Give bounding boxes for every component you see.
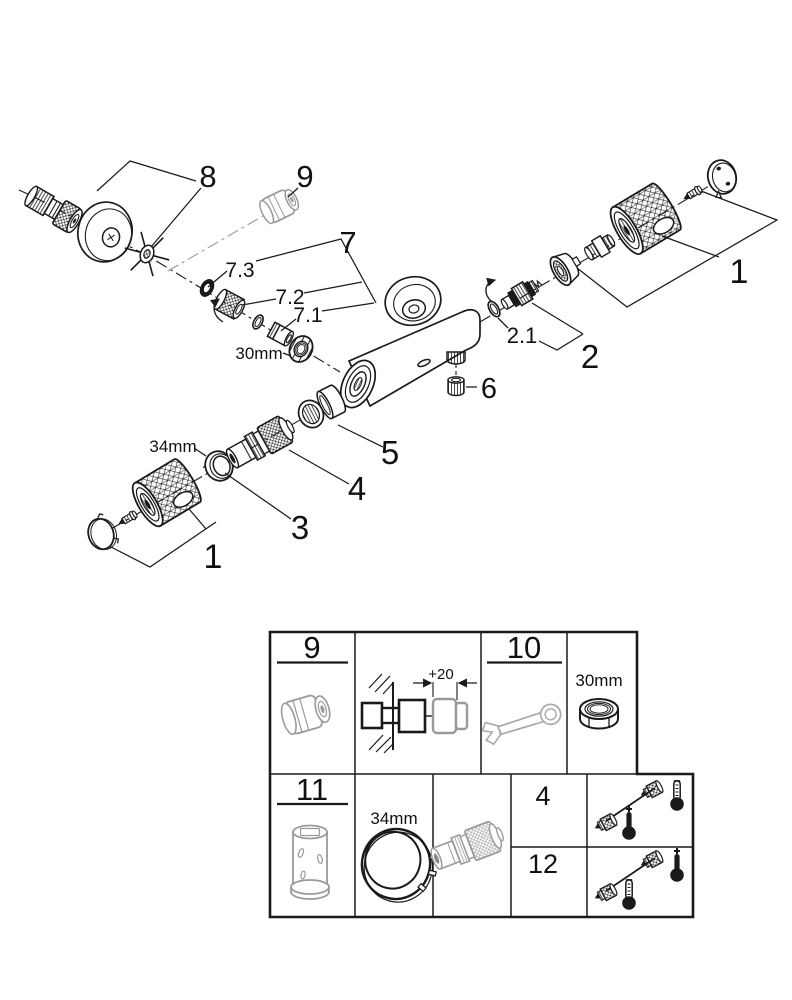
callout-9: 9 [296, 159, 313, 194]
nut-30mm-icon [579, 698, 619, 730]
table-cell-9-label: 9 [303, 630, 320, 665]
ring-34mm-icon [360, 827, 439, 903]
install-dimension: +20 [428, 666, 453, 683]
callout-7-3: 7.3 [225, 259, 254, 282]
part-screw-left [118, 510, 138, 525]
part-cap-left [87, 513, 120, 551]
pictogram-part-12 [594, 848, 684, 910]
rotate-arrow-7-2 [209, 298, 224, 323]
part-cap-right [706, 159, 738, 199]
part-check-valve-2 [500, 279, 543, 310]
table-cell-4-label: 4 [535, 781, 550, 811]
part-nut-30mm [288, 335, 314, 363]
part-cup-flange [549, 252, 582, 287]
table-part-cartridge [430, 820, 504, 870]
part-cartridge-4 [225, 415, 295, 469]
callout-2: 2 [581, 338, 599, 375]
thermometer-hot-icon [622, 806, 636, 840]
dim-30mm: 30mm [235, 344, 282, 363]
dim-34mm: 34mm [149, 437, 196, 456]
callout-7-2: 7.2 [275, 286, 304, 309]
callout-2-1: 2.1 [507, 323, 538, 348]
callout-3: 3 [291, 509, 309, 546]
part-escutcheon [77, 201, 133, 263]
table-ring-dimension: 34mm [370, 809, 417, 828]
part-oring-7 [252, 314, 264, 330]
callout-6: 6 [481, 373, 497, 405]
table-cell-12-label: 12 [528, 849, 558, 879]
callout-lines [96, 160, 779, 568]
callout-4: 4 [348, 470, 366, 507]
table-cell-11-label: 11 [296, 772, 328, 807]
thermometer-scale-icon [670, 780, 684, 811]
table-part-sleeve-11 [290, 824, 330, 900]
table-nut-dimension: 30mm [575, 671, 622, 690]
part-bushing-7-2 [213, 288, 246, 320]
pictogram-part-4 [594, 780, 684, 840]
thermometer-scale-icon [622, 879, 636, 910]
part-sleeve-5 [297, 384, 347, 429]
table-cell-10-label: 10 [507, 630, 541, 665]
part-mixer-body [339, 309, 481, 409]
part-connector [584, 233, 616, 261]
part-mesh-handle-left [131, 458, 202, 528]
callout-7: 7 [339, 225, 356, 260]
mounting-cross-symbol [124, 231, 170, 277]
part-mesh-handle-right [609, 182, 682, 255]
part-seal-7-3 [199, 279, 215, 297]
detail-table: 9 +20 10 30mm 1 [268, 630, 695, 919]
callout-5: 5 [381, 434, 399, 471]
part-screw-right [683, 185, 703, 200]
bottom-outlet [446, 351, 466, 365]
part-wall-flange [384, 275, 442, 327]
callout-1-left: 1 [204, 538, 223, 576]
callout-8: 8 [199, 159, 216, 194]
part-s-union [18, 185, 83, 234]
part-cylinder-7-1 [266, 321, 294, 347]
thermometer-hot-icon [670, 848, 684, 882]
wrench-icon [481, 703, 562, 746]
part-oring-2-1 [487, 300, 501, 318]
rotate-arrow-2 [485, 277, 497, 303]
part-extension-9 [259, 188, 300, 225]
callout-labels: 8 9 7 7.3 7.2 7.1 30mm 34mm 1 3 4 5 6 2.… [149, 159, 748, 576]
callout-1-right: 1 [730, 253, 749, 291]
part-adapter-6 [447, 376, 465, 397]
table-install-diagram: +20 [360, 666, 477, 754]
callout-7-1: 7.1 [293, 304, 322, 327]
table-part-extension-9 [280, 694, 331, 736]
